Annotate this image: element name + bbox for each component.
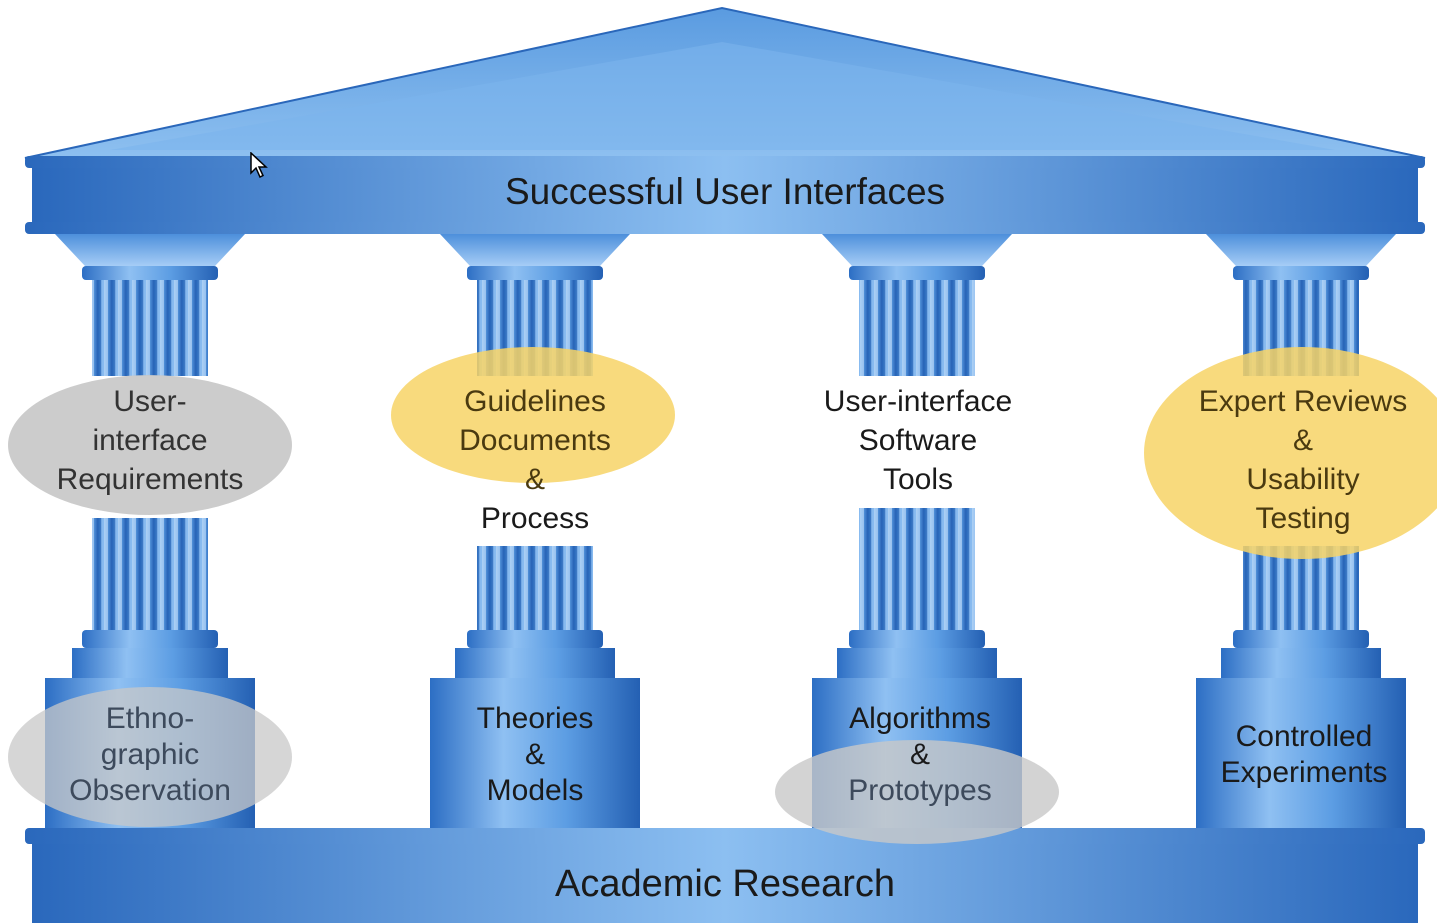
highlight-guidelines bbox=[391, 347, 675, 483]
base-top bbox=[25, 828, 1425, 844]
base-title: Academic Research bbox=[554, 863, 896, 905]
mouse-cursor-icon bbox=[250, 152, 268, 178]
entablature bbox=[25, 156, 1425, 168]
roof-inner bbox=[110, 42, 1335, 150]
pillar-2-lower-label: Theories&Models bbox=[476, 702, 594, 807]
highlight-requirements bbox=[8, 375, 292, 515]
roof-title: Successful User Interfaces bbox=[504, 171, 946, 212]
label-bg-3 bbox=[805, 376, 1035, 508]
highlight-prototypes bbox=[775, 740, 1059, 844]
entablature-bottom bbox=[25, 222, 1425, 234]
pillar-3-lower-label: Algorithms&Prototypes bbox=[848, 702, 992, 807]
base-band bbox=[32, 844, 1418, 923]
highlight-ethnographic bbox=[8, 687, 292, 827]
entablature-band bbox=[32, 168, 1418, 222]
highlight-expert-reviews bbox=[1144, 347, 1437, 559]
